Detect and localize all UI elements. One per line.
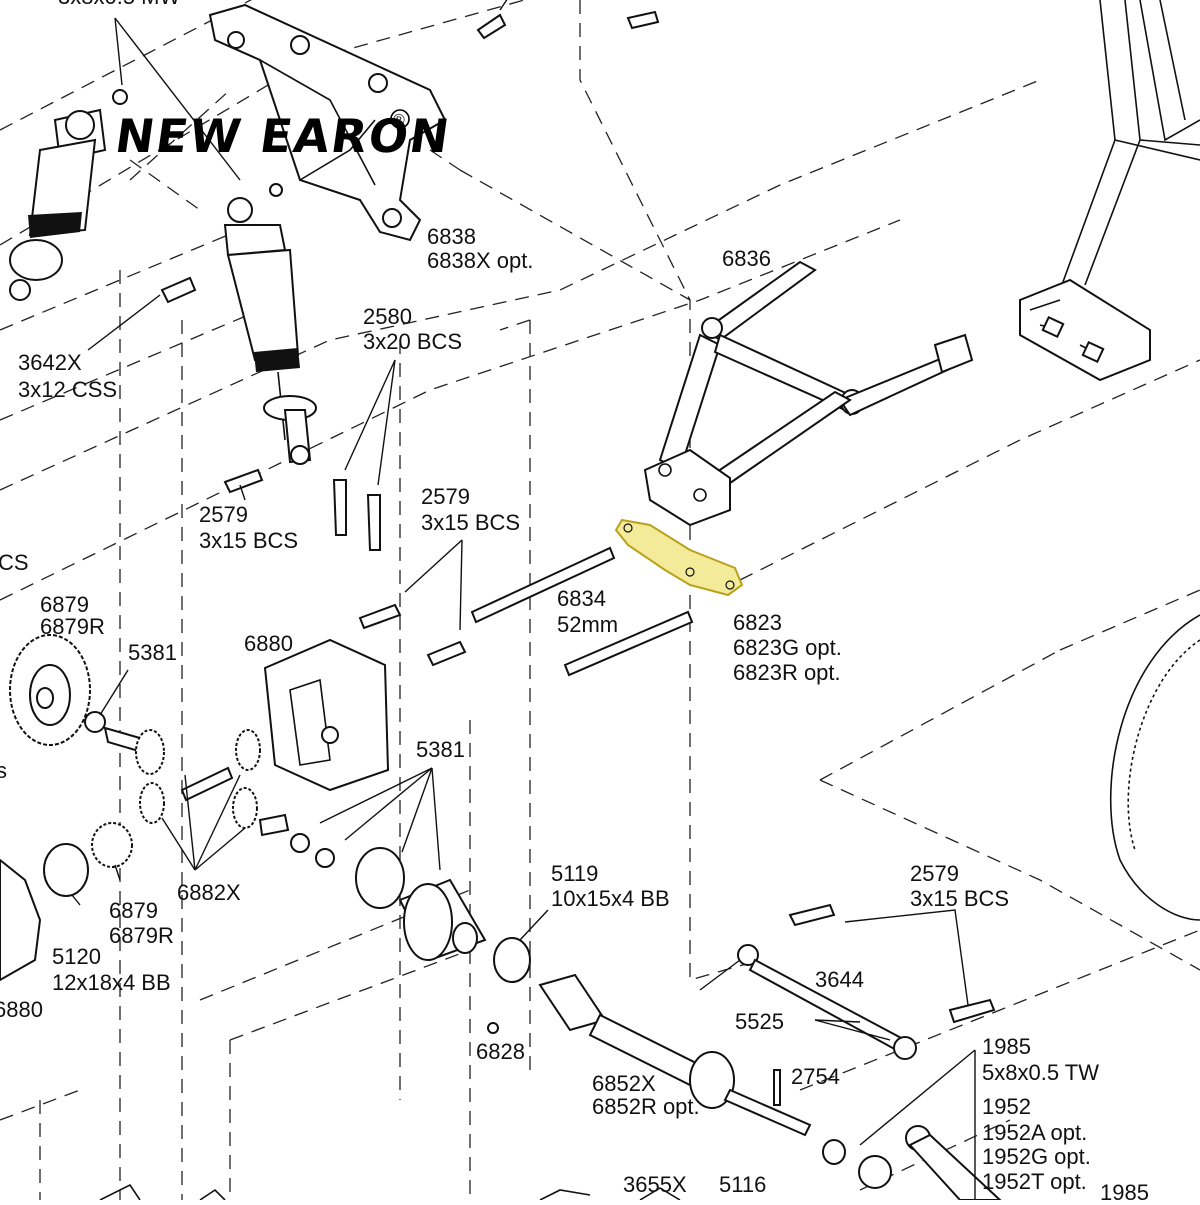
callout-6880-mid: 6880 — [244, 631, 293, 656]
callout-6879-bot-number: 6879 — [109, 898, 158, 923]
callout-6834-spec: 52mm — [557, 612, 618, 637]
callout-5119-number: 5119 — [551, 861, 598, 886]
callout-1952-option-t: 1952T opt. — [982, 1169, 1087, 1194]
left-housing-illustration — [0, 858, 42, 982]
callout-2754: 2754 — [791, 1064, 840, 1089]
callout-6838-number: 6838 — [427, 224, 476, 249]
callout-1985a-spec: 5x8x0.5 TW — [982, 1060, 1099, 1085]
turnbuckle-3644-illustration — [737, 944, 917, 1060]
callout-6879-bot-option: 6879R — [109, 923, 174, 948]
callout-6879-top-number: 6879 — [40, 592, 89, 617]
callout-2580-number: 2580 — [363, 304, 412, 329]
callout-2579-mid-number: 2579 — [421, 484, 470, 509]
watermark-logo: NEW EARON ® — [112, 109, 454, 163]
callout-2579-right-number: 2579 — [910, 861, 959, 886]
callout-6838-option: 6838X opt. — [427, 248, 533, 273]
callout-labels: 3x8x0.5 MW 6838 6838X opt. 6836 3642X 3x… — [0, 0, 1149, 1205]
suspension-plate-6823 — [614, 518, 744, 597]
callout-6823-option-r: 6823R opt. — [733, 660, 841, 685]
bottom-left-parts-illustration — [99, 1183, 681, 1201]
callout-6834-number: 6834 — [557, 586, 606, 611]
watermark-brand: NEW EARON — [112, 109, 454, 163]
callout-6852x-number: 6852X — [592, 1071, 656, 1096]
callout-5120-spec: 12x18x4 BB — [52, 970, 171, 995]
callout-1985b: 1985 — [1100, 1180, 1149, 1200]
callout-5525: 5525 — [735, 1009, 784, 1034]
callout-1952-option-a: 1952A opt. — [982, 1120, 1087, 1145]
callout-6823-number: 6823 — [733, 610, 782, 635]
callout-1952-option-g: 1952G opt. — [982, 1144, 1091, 1169]
callout-6823-option-g: 6823G opt. — [733, 635, 842, 660]
diff-cup-illustration — [355, 847, 531, 983]
callout-top-left-cut: 3x8x0.5 MW — [58, 0, 180, 9]
pins-6834-illustration — [470, 546, 694, 677]
shock-center-illustration — [223, 197, 317, 465]
callout-2579-right-spec: 3x15 BCS — [910, 886, 1009, 911]
screws-illustration — [112, 10, 996, 1034]
callout-6836-number: 6836 — [722, 246, 771, 271]
a-arm-6836-illustration — [643, 260, 974, 527]
chassis-cage-illustration — [1019, 0, 1200, 382]
spider-gears-illustration — [43, 711, 335, 897]
callout-6879-top-option: 6879R — [40, 614, 105, 639]
callout-2579-mid-spec: 3x15 BCS — [421, 510, 520, 535]
callout-1952-number: 1952 — [982, 1094, 1031, 1119]
callout-6828: 6828 — [476, 1039, 525, 1064]
callout-5381-mid: 5381 — [416, 737, 465, 762]
callout-2579-left-number: 2579 — [199, 502, 248, 527]
callout-2580-spec: 3x20 BCS — [363, 329, 462, 354]
driveshaft-6852x-illustration — [538, 973, 892, 1189]
callout-3642x-number: 3642X — [18, 350, 82, 375]
callout-2579-left-spec: 3x15 BCS — [199, 528, 298, 553]
watermark-registered: ® — [393, 112, 405, 129]
ring-gear-6879-illustration — [9, 634, 91, 746]
callout-6880-bot: 6880 — [0, 997, 43, 1022]
callout-3642x-spec: 3x12 CSS — [18, 377, 117, 402]
callout-3655x: 3655X — [623, 1172, 687, 1197]
leader-lines — [71, 0, 976, 1200]
callout-5120-number: 5120 — [52, 944, 101, 969]
shock-tower-6838-illustration — [208, 3, 447, 242]
callout-6852x-option: 6852R opt. — [592, 1094, 700, 1119]
callout-1985a-number: 1985 — [982, 1034, 1031, 1059]
diff-housing-6880-illustration — [263, 638, 390, 792]
callout-5381-left: 5381 — [128, 640, 177, 665]
callout-cs: CS — [0, 550, 29, 575]
callout-6882x: 6882X — [177, 880, 241, 905]
tire-illustration — [1109, 614, 1200, 921]
callout-5116: 5116 — [719, 1172, 766, 1197]
shock-left-illustration — [9, 108, 107, 301]
callout-s: s — [0, 758, 7, 783]
callout-5119-spec: 10x15x4 BB — [551, 886, 670, 911]
callout-3644: 3644 — [815, 967, 864, 992]
